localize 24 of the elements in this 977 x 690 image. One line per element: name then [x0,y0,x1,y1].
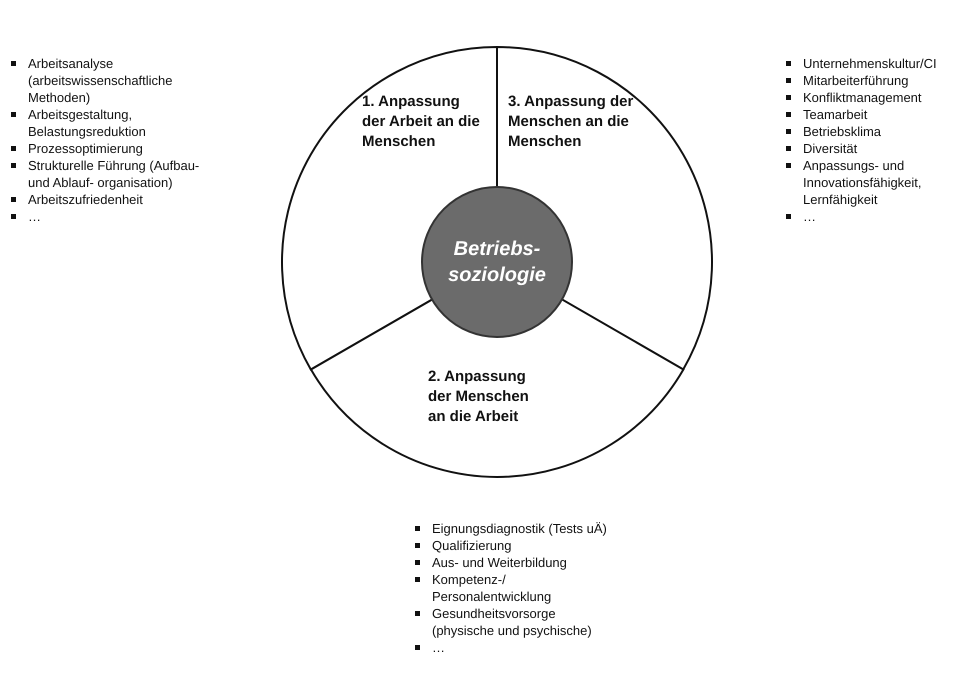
list-item: Mitarbeiterführung [803,72,910,89]
list-item: Qualifizierung [432,537,512,554]
list-item: Arbeitszufriedenheit [28,191,144,208]
list-item: Arbeitsgestaltung, Belastungsreduktion [28,106,147,140]
list-item: Teamarbeit [803,106,868,123]
list-item: Arbeitsanalyse (arbeitswissenschaftliche Methoden) [28,55,174,106]
list-item: Konfliktmanagement [803,89,923,106]
list-item: Diversität [803,140,858,157]
list-item: … [803,208,817,225]
list-item: Eignungsdiagnostik (Tests uÄ) [432,520,608,537]
sector-label: 3. Anpassung der Menschen an die Menschen [508,92,634,152]
list-item: Aus- und Weiterbildung [432,554,568,571]
list-item: Gesundheitsvorsorge (physische und psychische) [432,605,593,639]
center-label: Betriebs- soziologie [447,237,547,288]
list-item: Anpassungs- und Innovationsfähigkeit, Lernfähigkeit [803,157,923,208]
sector-label: 1. Anpassung der Arbeit an die Menschen [362,92,480,152]
list-item: Prozessoptimierung [28,140,144,157]
list-item: Betriebsklima [803,123,882,140]
list-item: … [432,639,446,656]
list-item: … [28,208,42,225]
list-item: Unternehmenskultur/CI [803,55,938,72]
list-item: Kompetenz-/ Personalentwicklung [432,571,552,605]
list-item: Strukturelle Führung (Aufbau- und Ablauf- organisation) [28,157,200,191]
sector-label: 2. Anpassung der Menschen an die Arbeit [428,367,530,427]
